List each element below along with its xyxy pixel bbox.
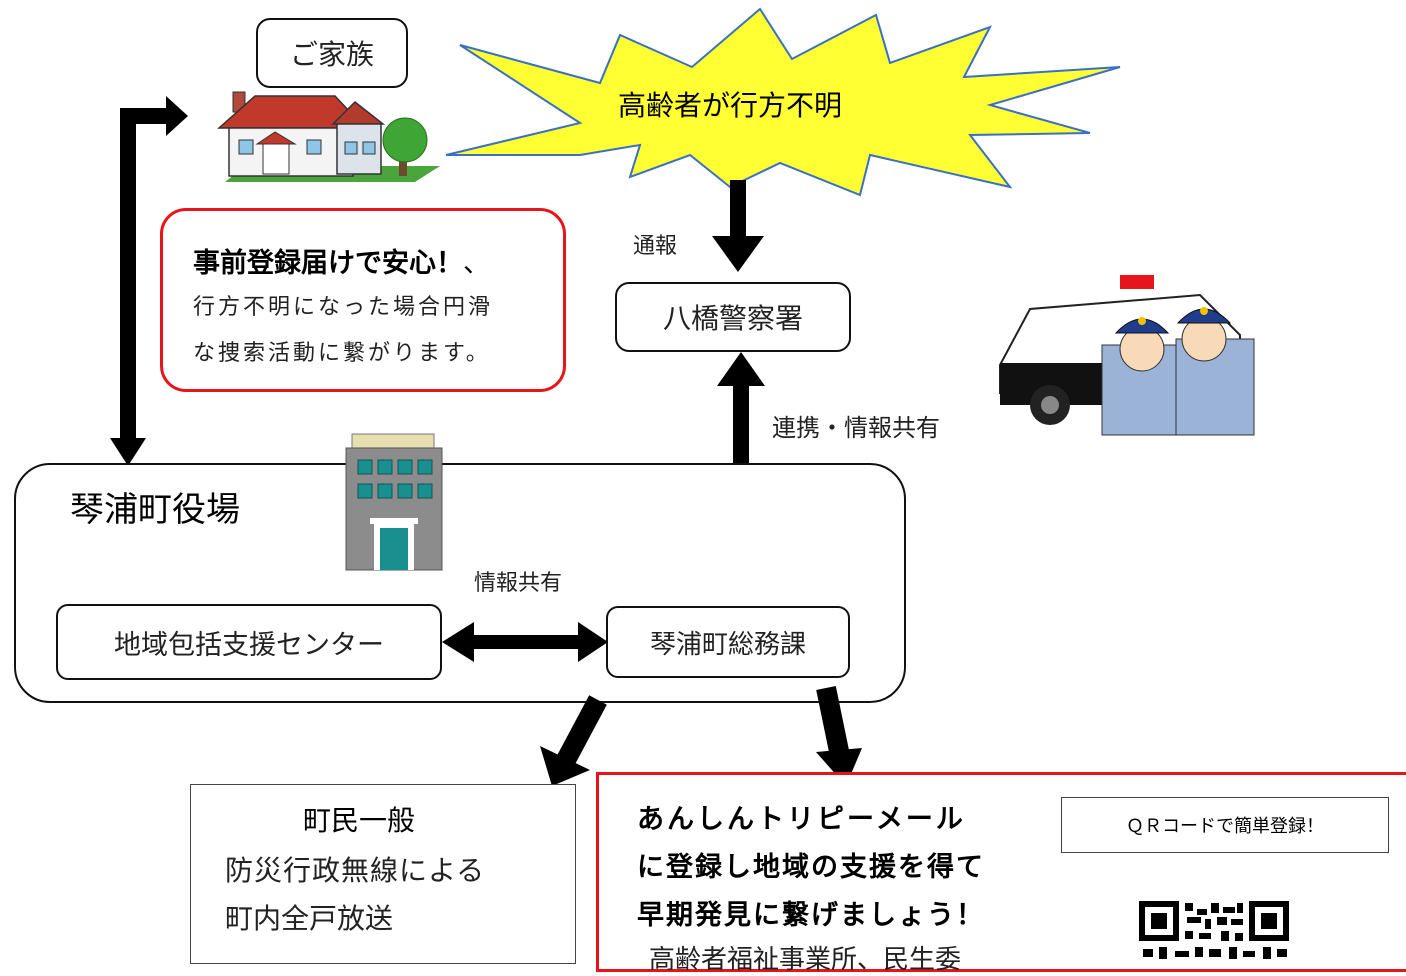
mail-line3: 早期発見に繋げましょう！ [637, 900, 985, 931]
info-share-label: 情報共有 [474, 571, 563, 596]
cooperation-label: 連携・情報共有 [772, 414, 940, 442]
building-icon [345, 433, 443, 571]
residents-arrow [540, 685, 862, 786]
general-affairs-box: 琴浦町総務課 [606, 606, 850, 678]
registration-note: 事前登録届けで安心！、 行方不明になった場合円滑 な捜索活動に繋がります。 [160, 208, 566, 392]
police-label: 八橋警察署 [662, 302, 803, 335]
family-label: ご家族 [289, 38, 374, 71]
alert-burst [445, 7, 1121, 197]
mail-line1: あんしんトリピーメール [637, 804, 966, 835]
report-label: 通報 [633, 234, 678, 259]
residents-box: 町民一般 防災行政無線による 町内全戸放送 [190, 784, 576, 964]
mail-line4: 高齢者福祉事業所、民生委 [649, 945, 962, 975]
police-box: 八橋警察署 [615, 282, 851, 352]
support-center-label: 地域包括支援センター [114, 629, 384, 661]
mail-registration-box: あんしんトリピーメール に登録し地域の支援を得て 早期発見に繋げましょう！ 高齢… [596, 772, 1406, 975]
support-center-box: 地域包括支援センター [56, 604, 442, 680]
town-office-title: 琴浦町役場 [70, 490, 240, 530]
alert-text: 高齢者が行方不明 [618, 89, 843, 122]
house-icon [217, 91, 440, 182]
residents-line1: 防災行政無線による [225, 854, 486, 887]
qr-label: ＱＲコードで簡単登録！ [1126, 816, 1324, 837]
family-box: ご家族 [256, 18, 408, 88]
family-office-arrow [110, 96, 188, 466]
registration-line1: 行方不明になった場合円滑 [193, 295, 494, 320]
general-affairs-label: 琴浦町総務課 [649, 629, 806, 660]
qr-label-box: ＱＲコードで簡単登録！ [1061, 797, 1389, 853]
police-icon [999, 275, 1255, 436]
residents-line2: 町内全戸放送 [225, 902, 394, 935]
registration-comma: 、 [463, 248, 490, 279]
qr-code-icon[interactable] [1139, 901, 1289, 961]
info-share-arrow [442, 622, 608, 662]
registration-line2: な捜索活動に繋がります。 [193, 341, 491, 366]
registration-headline: 事前登録届けで安心！ [193, 248, 463, 279]
report-arrow [712, 180, 764, 272]
mail-line2: に登録し地域の支援を得て [637, 852, 985, 883]
residents-title: 町民一般 [303, 804, 416, 837]
